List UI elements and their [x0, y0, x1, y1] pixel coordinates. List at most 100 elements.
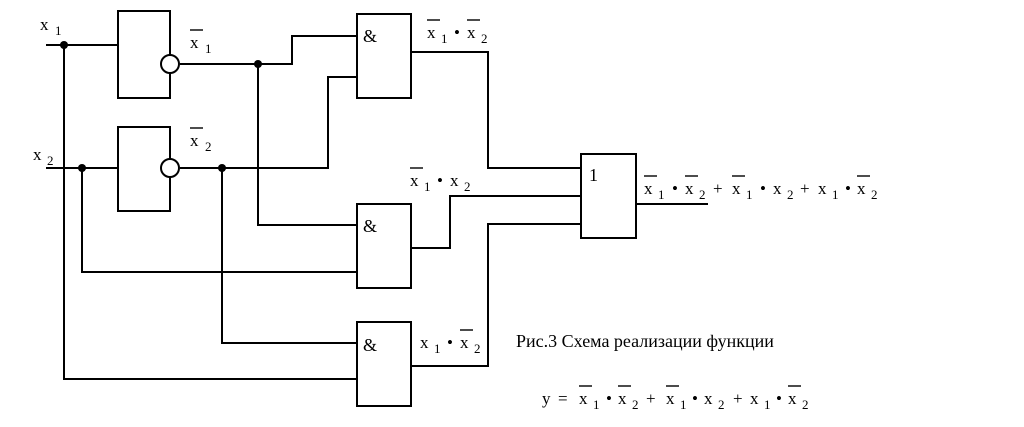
- out-plus2: +: [800, 179, 810, 198]
- out-dot2: •: [760, 179, 766, 198]
- term3-a-index: 1: [434, 341, 441, 356]
- caption-formula: y = x 1 • x 2 + x 1 • x 2 + x 1 • x 2: [542, 385, 809, 412]
- not-x2-letter: x: [190, 131, 199, 150]
- wire-and1-to-or: [411, 51, 581, 169]
- caption-title: Рис.3 Схема реализации функции: [516, 331, 774, 351]
- term3-dot: •: [447, 333, 453, 352]
- or-gate-symbol: 1: [589, 165, 598, 185]
- term2-b: x: [450, 171, 459, 190]
- term2-a: x: [410, 171, 419, 190]
- and-gate-2: &: [356, 203, 412, 289]
- or-gate-body: [580, 153, 637, 239]
- wire-inv2-out: [180, 76, 357, 169]
- or-gate: 1: [580, 153, 637, 239]
- cap-t2b: x: [704, 389, 713, 408]
- cap-dot3: •: [776, 389, 782, 408]
- cap-t2a: x: [666, 389, 675, 408]
- not-x1-index: 1: [205, 41, 212, 56]
- wire-and2-to-or: [411, 195, 581, 249]
- label-not-x2: x 2: [190, 127, 212, 154]
- inverter-1-bubble: [160, 54, 180, 74]
- junction-nx2: [218, 164, 226, 172]
- term2-b-index: 2: [464, 179, 471, 194]
- term1-a: x: [427, 23, 436, 42]
- junction-nx1: [254, 60, 262, 68]
- inverter-2: [117, 126, 180, 212]
- term2-a-index: 1: [424, 179, 431, 194]
- not-x1-letter: x: [190, 33, 199, 52]
- wires: [46, 35, 708, 380]
- cap-plus2: +: [733, 389, 743, 408]
- x2-index: 2: [47, 153, 54, 168]
- out-t3b-index: 2: [871, 187, 878, 202]
- cap-t1b-index: 2: [632, 397, 639, 412]
- inverter-2-bubble: [160, 158, 180, 178]
- out-t2a: x: [732, 179, 741, 198]
- label-term-1: x 1 • x 2: [427, 19, 488, 46]
- input-label-x1: x 1: [40, 15, 62, 38]
- x1-letter: x: [40, 15, 49, 34]
- and-gate-1-body: [356, 13, 412, 99]
- out-t1a-index: 1: [658, 187, 665, 202]
- term1-a-index: 1: [441, 31, 448, 46]
- wire-and3-to-or: [411, 223, 581, 367]
- cap-dot1: •: [606, 389, 612, 408]
- cap-dot2: •: [692, 389, 698, 408]
- out-t3a: x: [818, 179, 827, 198]
- label-term-2: x 1 • x 2: [410, 167, 471, 194]
- wire-x2-to-and2: [81, 168, 357, 273]
- label-term-3: x 1 • x 2: [420, 329, 481, 356]
- cap-t3b: x: [788, 389, 797, 408]
- term3-b: x: [460, 333, 469, 352]
- out-t3a-index: 1: [832, 187, 839, 202]
- out-plus1: +: [713, 179, 723, 198]
- term2-dot: •: [437, 171, 443, 190]
- not-x2-index: 2: [205, 139, 212, 154]
- cap-t2a-index: 1: [680, 397, 687, 412]
- junction-x1: [60, 41, 68, 49]
- x1-index: 1: [55, 23, 62, 38]
- and-gate-3-symbol: &: [363, 335, 377, 355]
- cap-t1a: x: [579, 389, 588, 408]
- term3-a: x: [420, 333, 429, 352]
- junctions: [60, 41, 262, 172]
- term1-b-index: 2: [481, 31, 488, 46]
- and-gate-3: &: [356, 321, 412, 407]
- out-t2b: x: [773, 179, 782, 198]
- cap-t1a-index: 1: [593, 397, 600, 412]
- term1-b: x: [467, 23, 476, 42]
- cap-t3a-index: 1: [764, 397, 771, 412]
- term3-b-index: 2: [474, 341, 481, 356]
- and-gate-2-body: [356, 203, 412, 289]
- out-t1a: x: [644, 179, 653, 198]
- cap-t3b-index: 2: [802, 397, 809, 412]
- cap-y: y: [542, 389, 551, 408]
- output-expression: x 1 • x 2 + x 1 • x 2 + x 1 • x 2: [644, 175, 878, 202]
- cap-t3a: x: [750, 389, 759, 408]
- cap-t2b-index: 2: [718, 397, 725, 412]
- out-t1b: x: [685, 179, 694, 198]
- out-t1b-index: 2: [699, 187, 706, 202]
- out-t2b-index: 2: [787, 187, 794, 202]
- junction-x2: [78, 164, 86, 172]
- term1-dot: •: [454, 23, 460, 42]
- figure-caption: Рис.3 Схема реализации функции: [516, 331, 774, 351]
- wire-inv1-out: [180, 35, 357, 65]
- out-t3b: x: [857, 179, 866, 198]
- input-label-x2: x 2: [33, 145, 54, 168]
- cap-t1b: x: [618, 389, 627, 408]
- cap-eq: =: [558, 389, 568, 408]
- wire-nx2-to-and3: [221, 168, 357, 344]
- and-gate-1-symbol: &: [363, 26, 377, 46]
- inverter-1: [117, 10, 180, 99]
- inverter-1-body: [117, 10, 171, 99]
- out-t2a-index: 1: [746, 187, 753, 202]
- out-dot1: •: [672, 179, 678, 198]
- and-gate-3-body: [356, 321, 412, 407]
- and-gate-2-symbol: &: [363, 216, 377, 236]
- cap-plus1: +: [646, 389, 656, 408]
- wire-x1-vertical: [63, 45, 357, 380]
- and-gate-1: &: [356, 13, 412, 99]
- x2-letter: x: [33, 145, 42, 164]
